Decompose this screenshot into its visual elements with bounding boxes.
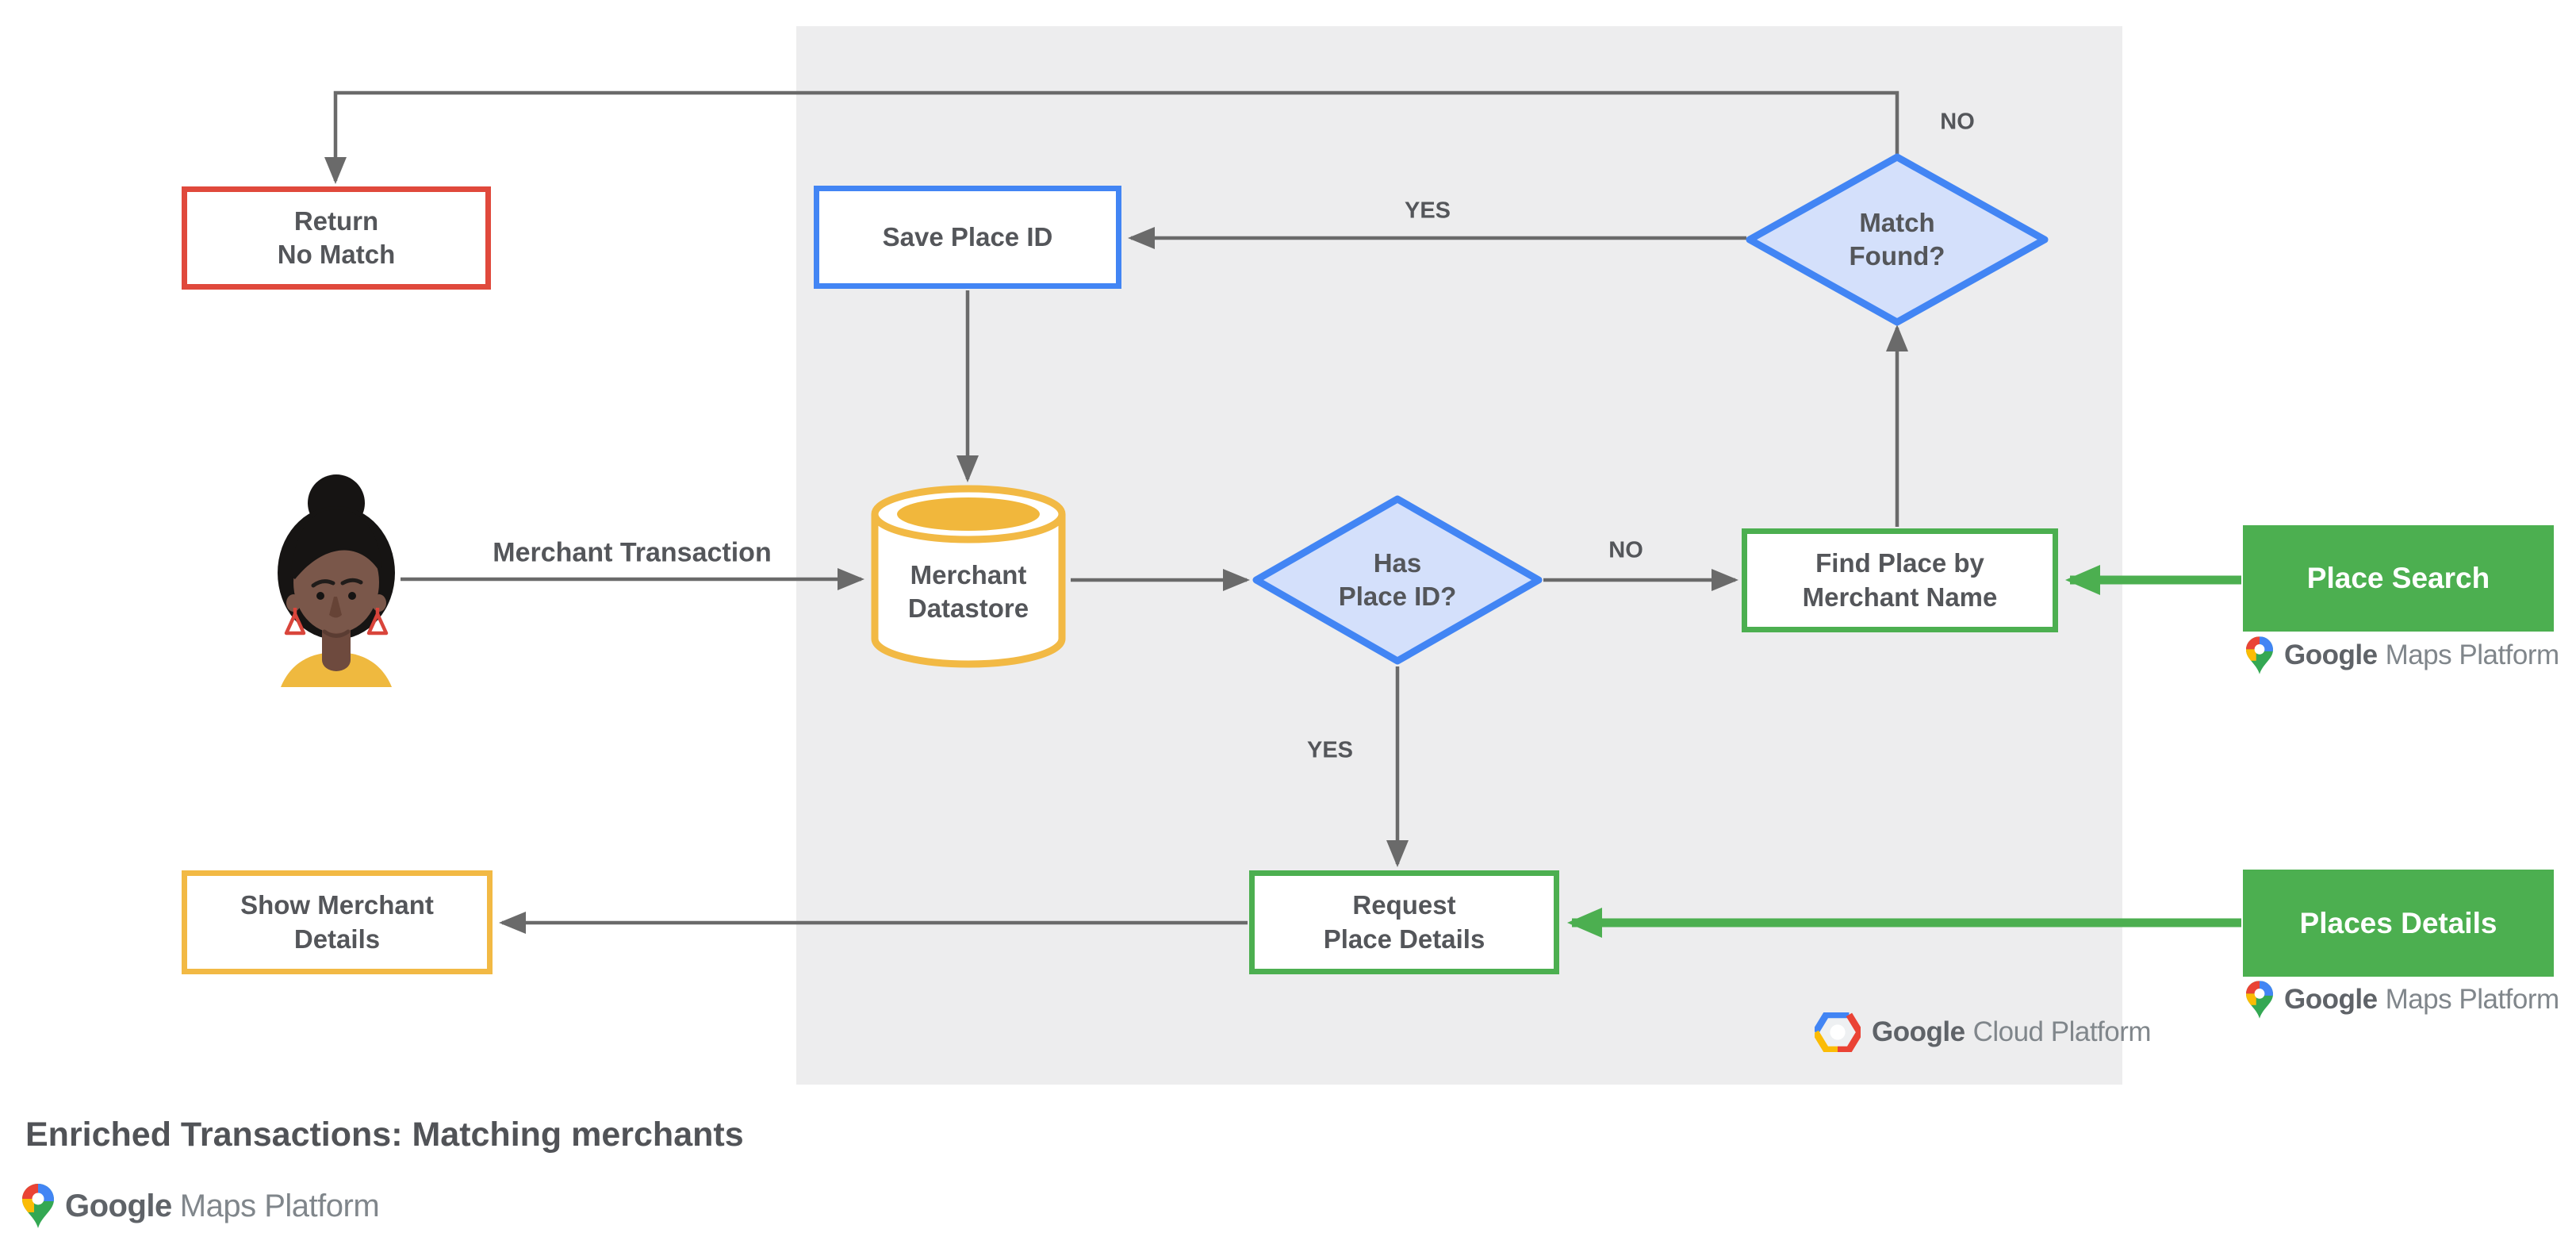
person-avatar — [278, 474, 395, 687]
node-save-place-id: Save Place ID — [814, 186, 1121, 289]
cloud-hexagon-icon — [1815, 1012, 1861, 1052]
decision-match-found: Match Found? — [1745, 152, 2049, 327]
diagram-title: Enriched Transactions: Matching merchant… — [25, 1116, 744, 1154]
node-find-place-by-merchant-name: Find Place by Merchant Name — [1742, 528, 2058, 632]
merchant-datastore-label: Merchant Datastore — [907, 560, 1029, 624]
edge-label-match-found-no: NO — [1940, 109, 1975, 135]
node-show-merchant-details: Show Merchant Details — [182, 870, 493, 974]
diamond-shape-icon — [1252, 495, 1543, 665]
node-return-no-match: Return No Match — [182, 186, 491, 290]
logo-product-word: Maps Platform — [2385, 984, 2560, 1015]
logo-google-word: Google — [65, 1188, 172, 1223]
node-merchant-datastore: Merchant Datastore — [868, 482, 1069, 671]
edge-label-merchant-transaction: Merchant Transaction — [493, 537, 772, 568]
logo-product-word: Maps Platform — [2385, 639, 2560, 670]
edge-label-has-place-id-yes: YES — [1306, 737, 1354, 763]
logo-google-word: Google — [2284, 639, 2378, 670]
logo-google-word: Google — [2284, 984, 2378, 1015]
logo-google-word: Google — [1872, 1016, 1965, 1047]
node-places-details-api: Places Details — [2243, 870, 2554, 977]
edge-label-match-found-yes: YES — [1404, 198, 1451, 224]
decision-has-place-id-label: Has Place ID? — [1338, 547, 1457, 611]
node-place-search-api: Place Search — [2243, 525, 2554, 632]
maps-pin-icon — [22, 1184, 54, 1228]
decision-match-found-label: Match Found? — [1849, 207, 1945, 271]
edge-label-has-place-id-no: NO — [1608, 537, 1643, 563]
logo-product-word: Cloud Platform — [1972, 1016, 2152, 1047]
decision-has-place-id: Has Place ID? — [1252, 494, 1543, 666]
maps-pin-icon — [2246, 636, 2273, 674]
maps-pin-icon — [2246, 981, 2273, 1019]
logo-product-word: Maps Platform — [179, 1188, 380, 1223]
database-cylinder-icon — [871, 485, 1066, 668]
diamond-shape-icon — [1746, 153, 2049, 326]
node-request-place-details: Request Place Details — [1249, 870, 1559, 974]
